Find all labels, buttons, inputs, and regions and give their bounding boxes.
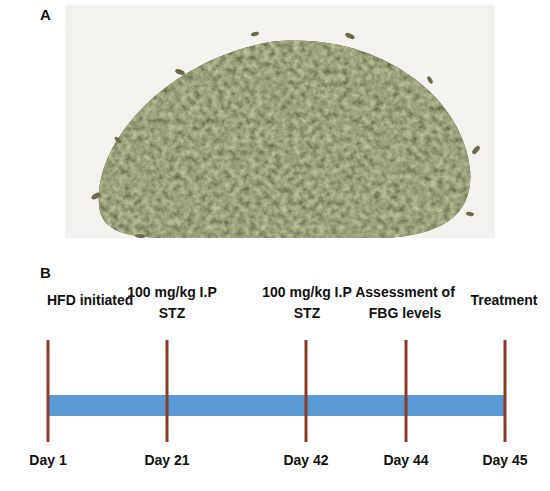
photo-ground [65,5,495,238]
event-label: 100 mg/kg I.P STZ [251,282,363,324]
event-label: HFD initiated [47,290,133,311]
stray-leaves [90,31,481,238]
panel-letter: A [40,4,51,27]
thyme-pile [99,41,471,238]
timeline-bar [48,395,505,416]
day-label: Day 42 [283,450,328,471]
event-label: Treatment [471,290,538,311]
event-label: 100 mg/kg I.P STZ [116,282,228,324]
day-label: Day 44 [383,450,428,471]
panel-letter: B [40,262,51,285]
thyme-pile-base [99,41,471,238]
day-label: Day 45 [482,450,527,471]
event-label: Assessment of FBG levels [349,282,461,324]
day-label: Day 1 [29,450,66,471]
day-label: Day 21 [144,450,189,471]
timeline-ticks [48,340,505,442]
